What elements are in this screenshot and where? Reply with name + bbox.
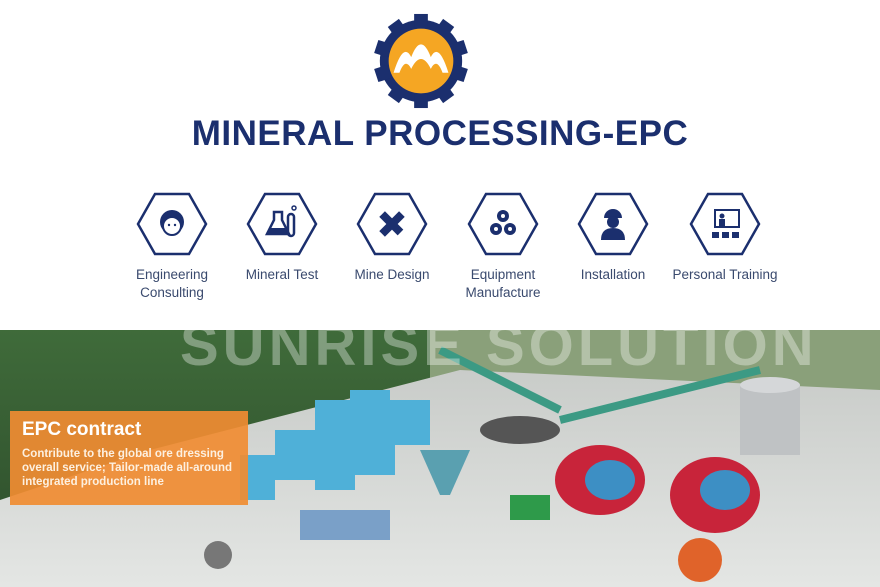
watermark: SUNRISE SOLUTION: [180, 313, 818, 378]
epc-contract-banner: EPC contract Contribute to the global or…: [10, 411, 248, 505]
service-label: Engineering Consulting: [135, 267, 209, 300]
consultant-headset-icon: [136, 192, 208, 256]
service-label: Installation: [580, 267, 646, 282]
ruler-pencil-icon: [356, 192, 428, 256]
service-label: Personal Training: [672, 267, 778, 282]
training-board-icon: [689, 192, 761, 256]
page-title: MINERAL PROCESSING-EPC: [191, 114, 689, 153]
worker-helmet-icon: [577, 192, 649, 256]
epc-description: Contribute to the global ore dressing ov…: [22, 448, 233, 488]
epc-heading: EPC contract: [22, 419, 142, 440]
service-mine-design: Mine Design: [337, 192, 447, 284]
flask-icon: [246, 192, 318, 256]
plant-illustration: [0, 330, 880, 587]
service-label: Mine Design: [354, 267, 430, 282]
gears-icon: [467, 192, 539, 256]
service-personal-training: Personal Training: [670, 192, 780, 284]
company-logo: [374, 13, 468, 109]
service-equipment-manufacture: Equipment Manufacture: [448, 192, 558, 302]
service-engineering-consulting: Engineering Consulting: [117, 192, 227, 302]
service-label: Mineral Test: [245, 267, 319, 282]
service-mineral-test: Mineral Test: [227, 192, 337, 284]
service-label: Equipment Manufacture: [465, 267, 541, 300]
service-installation: Installation: [558, 192, 668, 284]
